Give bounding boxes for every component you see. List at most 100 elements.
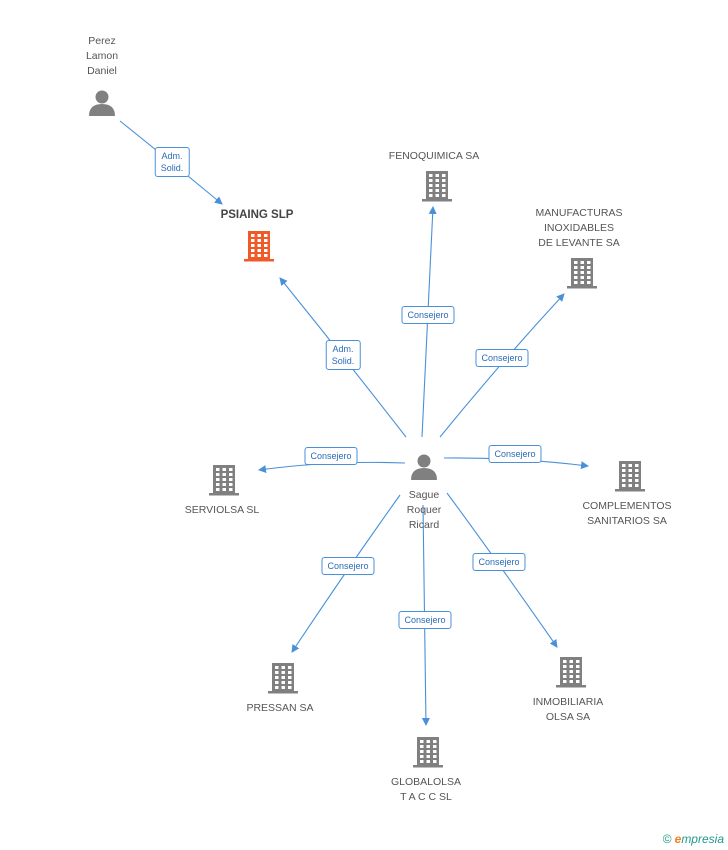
edge-label-sague-complementos[interactable]: Consejero xyxy=(488,445,542,463)
building-window xyxy=(426,750,430,753)
building-window xyxy=(563,660,567,663)
building-window xyxy=(635,464,639,467)
building-window xyxy=(264,234,268,237)
building-base xyxy=(413,765,443,768)
node-label-globalolsa[interactable]: GLOBALOLSA T A C C SL xyxy=(390,776,462,803)
building-window xyxy=(628,469,632,472)
building-window xyxy=(216,473,220,476)
building-window xyxy=(433,755,437,758)
building-window xyxy=(587,266,591,269)
building-window xyxy=(569,660,573,663)
building-window xyxy=(251,249,255,252)
building-window xyxy=(576,680,580,683)
node-label-pressan[interactable]: PRESSAN SA xyxy=(246,702,314,714)
edge-label-sague-psiaing[interactable]: Adm. Solid. xyxy=(325,340,361,370)
building-window xyxy=(264,249,268,252)
building-window xyxy=(563,670,567,673)
building-window xyxy=(622,469,626,472)
building-window xyxy=(433,760,437,763)
copyright-symbol: © xyxy=(662,832,672,846)
node-label-complementos[interactable]: COMPLEMENTOS SANITARIOS SA xyxy=(582,500,672,527)
building-window xyxy=(257,244,261,247)
node-inmobiliaria-building-icon[interactable] xyxy=(556,657,586,688)
building-window xyxy=(576,675,580,678)
building-window xyxy=(216,483,220,486)
building-window xyxy=(216,488,220,491)
building-window xyxy=(420,755,424,758)
node-globalolsa-building-icon[interactable] xyxy=(413,737,443,768)
building-window xyxy=(580,281,584,284)
edge-label-sague-inmobiliaria[interactable]: Consejero xyxy=(472,553,526,571)
building-window xyxy=(442,189,446,192)
building-window xyxy=(635,469,639,472)
building-window xyxy=(587,276,591,279)
node-label-psiaing[interactable]: PSIAING SLP xyxy=(220,209,294,221)
node-complementos-building-icon[interactable] xyxy=(615,461,645,492)
building-window xyxy=(426,760,430,763)
edge-label-sague-globalolsa[interactable]: Consejero xyxy=(398,611,452,629)
building-window xyxy=(229,478,233,481)
building-window xyxy=(433,740,437,743)
node-label-sague[interactable]: Sague Roquer Ricard xyxy=(406,489,442,531)
building-window xyxy=(222,468,226,471)
person-head xyxy=(417,454,431,468)
building-base xyxy=(615,489,645,492)
building-window xyxy=(433,750,437,753)
building-window xyxy=(628,484,632,487)
node-sague-person-icon[interactable] xyxy=(411,454,437,481)
building-window xyxy=(281,686,285,689)
building-window xyxy=(622,464,626,467)
building-window xyxy=(288,681,292,684)
building-window xyxy=(574,271,578,274)
building-window xyxy=(587,271,591,274)
building-window xyxy=(426,745,430,748)
brand-logo: © empresia xyxy=(662,832,724,846)
building-window xyxy=(433,745,437,748)
building-window xyxy=(435,184,439,187)
node-manufacturas-building-icon[interactable] xyxy=(567,258,597,289)
building-window xyxy=(563,680,567,683)
node-fenoquimica-building-icon[interactable] xyxy=(422,171,452,202)
building-window xyxy=(628,474,632,477)
edge-label-sague-fenoquimica[interactable]: Consejero xyxy=(401,306,455,324)
edge-label-sague-pressan[interactable]: Consejero xyxy=(321,557,375,575)
building-window xyxy=(580,271,584,274)
building-window xyxy=(442,179,446,182)
building-window xyxy=(587,261,591,264)
building-window xyxy=(281,676,285,679)
building-window xyxy=(222,488,226,491)
building-window xyxy=(576,665,580,668)
building-window xyxy=(580,276,584,279)
building-window xyxy=(442,194,446,197)
building-window xyxy=(622,479,626,482)
node-label-perez[interactable]: Perez Lamon Daniel xyxy=(85,35,119,77)
building-window xyxy=(257,254,261,257)
building-window xyxy=(251,254,255,257)
building-window xyxy=(587,281,591,284)
building-window xyxy=(257,234,261,237)
edge-label-sague-serviolsa[interactable]: Consejero xyxy=(304,447,358,465)
node-psiaing-building-icon[interactable] xyxy=(244,231,274,262)
building-window xyxy=(429,184,433,187)
building-window xyxy=(569,665,573,668)
edge-label-perez-psiaing[interactable]: Adm. Solid. xyxy=(154,147,190,177)
node-label-manufacturas[interactable]: MANUFACTURAS INOXIDABLES DE LEVANTE SA xyxy=(535,207,623,249)
building-base xyxy=(209,493,239,496)
building-window xyxy=(264,254,268,257)
node-label-serviolsa[interactable]: SERVIOLSA SL xyxy=(184,504,260,516)
edge-label-sague-manufacturas[interactable]: Consejero xyxy=(475,349,529,367)
building-window xyxy=(429,194,433,197)
node-serviolsa-building-icon[interactable] xyxy=(209,465,239,496)
building-window xyxy=(420,740,424,743)
node-label-fenoquimica[interactable]: FENOQUIMICA SA xyxy=(388,150,480,162)
node-label-inmobiliaria[interactable]: INMOBILIARIA OLSA SA xyxy=(532,696,604,723)
building-window xyxy=(635,474,639,477)
building-window xyxy=(435,174,439,177)
node-perez-person-icon[interactable] xyxy=(89,90,115,117)
brand-e: e xyxy=(674,832,682,846)
building-window xyxy=(574,276,578,279)
building-window xyxy=(580,261,584,264)
building-window xyxy=(635,479,639,482)
node-pressan-building-icon[interactable] xyxy=(268,663,298,694)
building-window xyxy=(569,670,573,673)
